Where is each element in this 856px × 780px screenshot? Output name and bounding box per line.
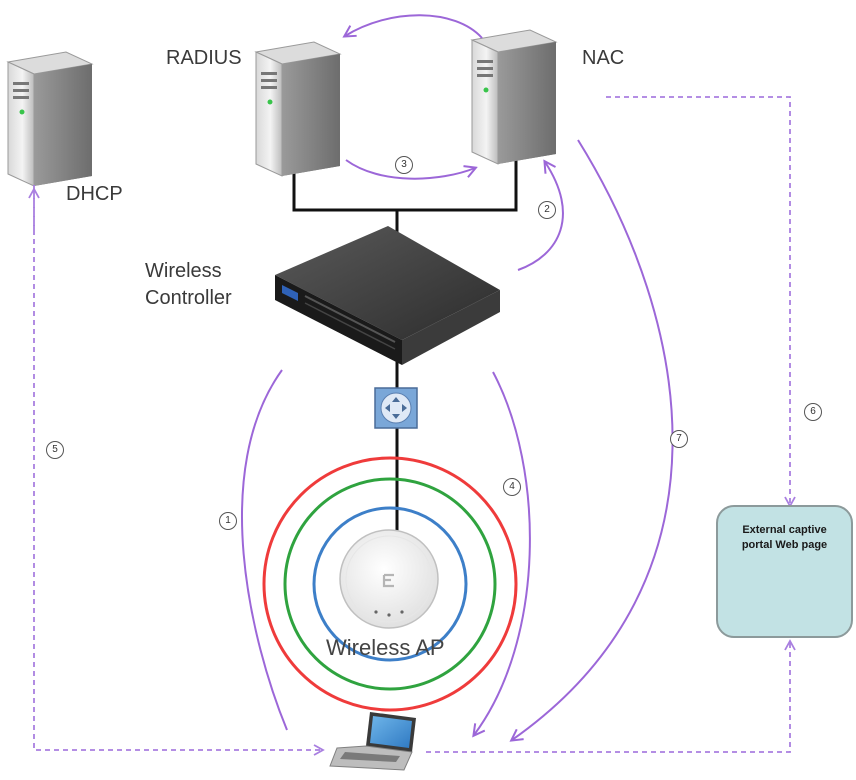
dashed-flows [28,96,796,756]
switch-icon [374,387,418,429]
access-point-label: Wireless AP [326,635,445,660]
flow-arrow-step-2 [517,162,564,271]
step-marker-2: 2 [538,201,556,219]
flow-arrow-step-7 [512,139,674,740]
laptop-icon [329,712,416,771]
step-marker-4: 4 [503,478,521,496]
portal-label-line1: External captive [742,524,827,536]
flow-arrows [241,14,674,740]
step-marker-6: 6 [804,403,822,421]
nac-label: NAC [582,47,625,69]
flow-arrow-step-1 [241,369,288,731]
wireless-coverage-rings [262,456,518,712]
controller-label-line1: Wireless [145,260,222,282]
dashed-flow-step-6 [606,96,796,508]
step-marker-5: 5 [46,441,64,459]
dhcp-label: DHCP [66,183,123,205]
step-marker-7: 7 [670,430,688,448]
flow-arrow-step-3 [345,159,475,180]
dashed-flow-laptop-to-portal [426,639,796,753]
dashed-flow-step-5 [33,185,325,756]
radius-label: RADIUS [166,47,242,69]
server-icon [254,41,342,177]
server-icon [6,51,94,187]
network-controller-icon [275,226,500,365]
server-icon [470,29,558,165]
external-captive-portal-box: External captive portal Web page [716,505,853,638]
controller-label-line2: Controller [145,287,232,309]
flow-arrow-step-4 [474,371,531,735]
access-point-icon [339,529,439,629]
flow-arrow-nac-to-radius [345,14,483,39]
step-marker-3: 3 [395,156,413,174]
step-marker-1: 1 [219,512,237,530]
portal-label-line2: portal Web page [741,539,828,551]
